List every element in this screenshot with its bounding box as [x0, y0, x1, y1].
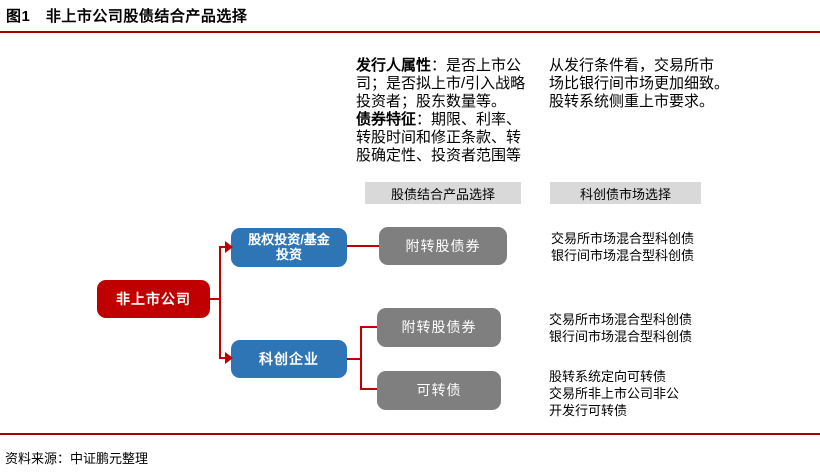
connector-line: [219, 246, 226, 248]
issuer-note-line: 股确定性、投资者范围等: [356, 147, 522, 164]
result-text-tech-convertible: 股转系统定向可转债 交易所非上市公司非公 开发行可转债: [549, 369, 680, 418]
market-note: 从发行条件看，交易所市 场比银行间市场更加细致。 股转系统侧重上市要求。: [549, 57, 729, 111]
connector-line: [210, 298, 221, 300]
column-header-market-choice: 科创债市场选择: [550, 182, 701, 204]
result-text-equity-branch: 交易所市场混合型科创债 银行间市场混合型科创债: [551, 231, 695, 263]
connector-line: [360, 388, 377, 390]
issuer-note-line: 投资者；股东数量等。: [356, 93, 507, 110]
bond-feature-label: 债券特征: [356, 111, 417, 128]
branch-node-tech-enterprise: 科创企业: [231, 340, 347, 378]
source-note: 资料来源：中证鹏元整理: [5, 451, 149, 466]
root-node-unlisted-company: 非上市公司: [97, 280, 210, 318]
connector-line: [219, 357, 226, 359]
issuer-note-line: 转股时间和修正条款、转: [356, 129, 522, 146]
product-node-convertible-attached-top: 附转股债券: [379, 227, 507, 265]
column-header-product-choice: 股债结合产品选择: [365, 182, 521, 204]
connector-line: [360, 326, 377, 328]
issuer-note: 发行人属性：是否上市公 司；是否拟上市/引入战略 投资者；股东数量等。 债券特征…: [356, 57, 525, 165]
issuer-note-line: 司；是否拟上市/引入战略: [356, 75, 526, 92]
connector-line: [347, 358, 362, 360]
issuer-attr-label: 发行人属性: [356, 57, 432, 74]
result-text-tech-attached: 交易所市场混合型科创债 银行间市场混合型科创债: [549, 312, 693, 344]
product-node-convertible-bond: 可转债: [377, 371, 501, 410]
market-note-line: 场比银行间市场更加细致。: [549, 75, 730, 92]
market-note-line: 从发行条件看，交易所市: [549, 57, 715, 74]
issuer-note-line: 债券特征：期限、利率、: [356, 111, 522, 128]
branch-node-equity-investment: 股权投资/基金 投资: [231, 228, 347, 267]
connector-line: [360, 326, 362, 390]
product-node-convertible-attached-mid: 附转股债券: [377, 308, 501, 347]
connector-line: [347, 245, 379, 247]
top-rule: [0, 31, 820, 33]
arrowhead-icon: [225, 352, 233, 364]
connector-line: [219, 246, 221, 359]
issuer-note-line: 发行人属性：是否上市公: [356, 57, 522, 74]
market-note-line: 股转系统侧重上市要求。: [549, 93, 715, 110]
arrowhead-icon: [225, 241, 233, 253]
bottom-rule: [0, 433, 820, 435]
figure-title: 图1 非上市公司股债结合产品选择: [6, 8, 248, 25]
